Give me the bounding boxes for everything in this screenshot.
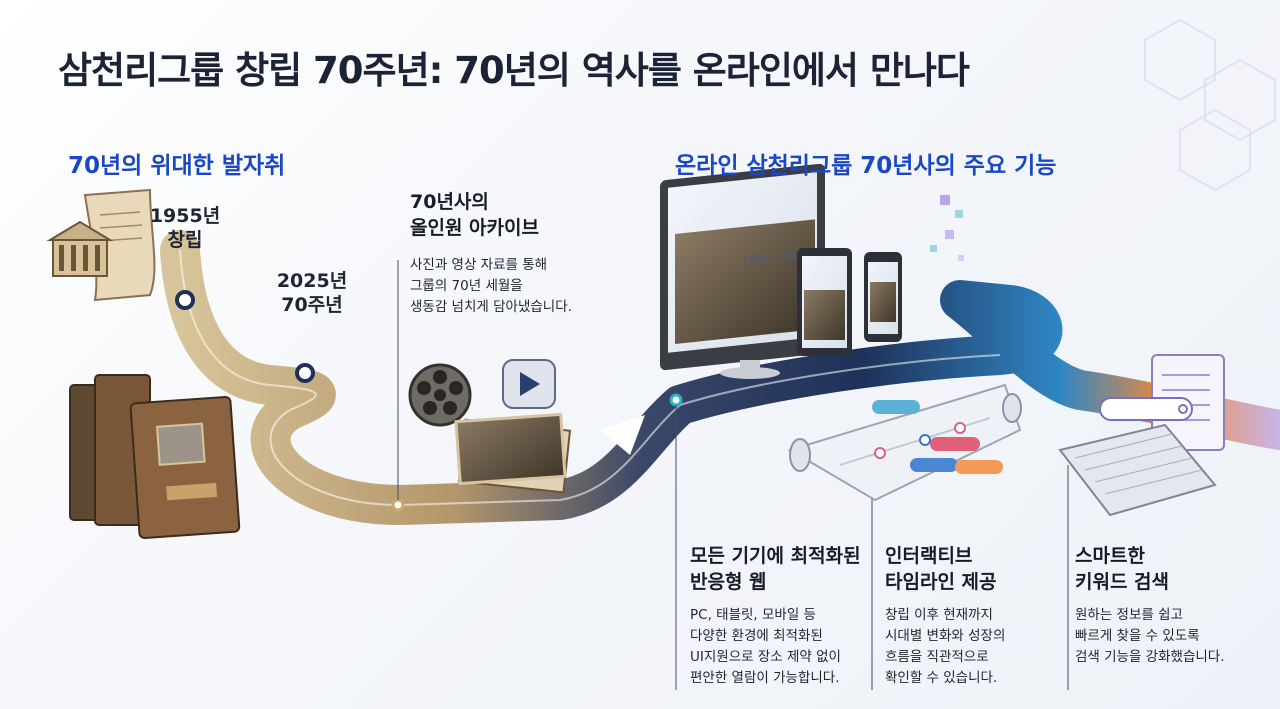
play-icon bbox=[502, 359, 556, 409]
monitor-icon bbox=[660, 163, 825, 379]
archive-description: 사진과 영상 자료를 통해 그룹의 70년 세월을 생동감 넘치게 담아냈습니다… bbox=[410, 257, 572, 315]
archive-title: 70년사의 올인원 아카이브 bbox=[410, 191, 539, 239]
history-section-heading: 70년의 위대한 발자취 bbox=[68, 153, 286, 179]
milestone-marker-2025 bbox=[295, 363, 315, 383]
page-title: 삼천리그룹 창립 70주년: 70년의 역사를 온라인에서 만나다 bbox=[58, 49, 970, 92]
archive-marker bbox=[391, 498, 405, 512]
photo-stack-icon bbox=[454, 412, 572, 494]
phone-icon bbox=[864, 252, 902, 342]
document-building-icon bbox=[46, 188, 156, 302]
features-section-heading: 온라인 삼천리그룹 70년사의 주요 기능 bbox=[675, 153, 1057, 179]
feature-responsive-title: 모든 기기에 최적화된 반응형 웹 bbox=[690, 545, 861, 593]
timeline-scroll-icon bbox=[787, 383, 1022, 502]
keyboard-icon bbox=[1058, 423, 1217, 517]
leader-lines bbox=[397, 260, 1069, 690]
search-window-icon bbox=[1099, 354, 1225, 451]
road-centerline bbox=[179, 249, 1001, 507]
decorative-hexagons bbox=[1144, 18, 1276, 192]
milestone-2025-label: 2025년 70주년 bbox=[276, 270, 348, 316]
feature-responsive-description: PC, 태블릿, 모바일 등 다양한 환경에 최적화된 UI지원으로 장소 제약… bbox=[690, 607, 841, 686]
road-arrow-icon bbox=[600, 415, 645, 455]
feature-search-title: 스마트한 키워드 검색 bbox=[1075, 545, 1170, 593]
milestone-1955-label: 1955년 창립 bbox=[149, 205, 221, 251]
feature-timeline-title: 인터랙티브 타임라인 제공 bbox=[885, 545, 997, 593]
feature-timeline-description: 창립 이후 현재까지 시대별 변화와 성장의 흐름을 직관적으로 확인할 수 있… bbox=[885, 607, 1006, 686]
milestone-marker-1955 bbox=[175, 290, 195, 310]
feature-search-description: 원하는 정보를 쉽고 빠르게 찾을 수 있도록 검색 기능을 강화했습니다. bbox=[1075, 607, 1225, 665]
tablet-icon bbox=[797, 248, 852, 356]
devices-marker bbox=[669, 393, 683, 407]
pixel-decoration bbox=[930, 195, 964, 261]
film-reel-icon bbox=[408, 363, 472, 427]
books-icon bbox=[69, 374, 241, 539]
